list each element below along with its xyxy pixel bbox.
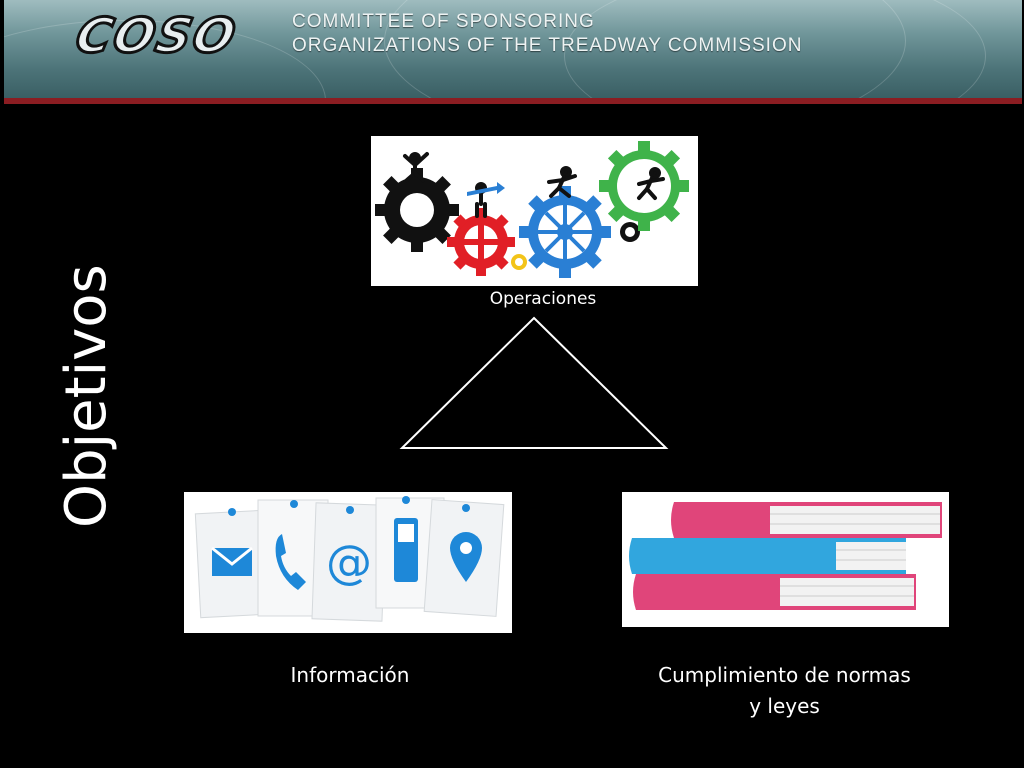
books-icon (629, 502, 942, 610)
arrow-icon (467, 182, 505, 196)
organization-line-1: COMMITTEE OF SPONSORING (292, 11, 595, 32)
label-cumplimiento: Cumplimiento de normas y leyes (632, 660, 937, 722)
slide-title: Objetivos (54, 264, 119, 528)
svg-text:@: @ (326, 535, 372, 589)
organization-name: COMMITTEE OF SPONSORING ORGANIZATIONS OF… (292, 10, 802, 58)
small-black-gear (620, 222, 640, 242)
people-figures (403, 152, 665, 218)
yellow-gear (511, 254, 527, 270)
organization-line-2: ORGANIZATIONS OF THE TREADWAY COMMISSION (292, 35, 803, 56)
gears-people-icon (375, 141, 689, 278)
header-banner: COSO COMMITTEE OF SPONSORING ORGANIZATIO… (4, 0, 1022, 104)
operations-image (371, 136, 698, 286)
information-image: @ (184, 492, 512, 633)
logo-text: COSO (69, 7, 243, 66)
objectives-triangle (399, 316, 669, 449)
communication-cards: @ (194, 496, 505, 622)
label-operaciones: Operaciones (489, 289, 597, 309)
mail-icon (194, 508, 270, 619)
at-icon: @ (311, 502, 387, 622)
label-informacion: Información (290, 663, 410, 687)
red-gear (447, 208, 515, 276)
compliance-image (622, 492, 949, 627)
label-cumplimiento-line-1: Cumplimiento de normas (658, 663, 911, 687)
location-icon (423, 499, 505, 617)
black-gear (375, 168, 459, 252)
label-cumplimiento-line-2: y leyes (749, 694, 820, 718)
coso-logo: COSO (44, 7, 269, 66)
